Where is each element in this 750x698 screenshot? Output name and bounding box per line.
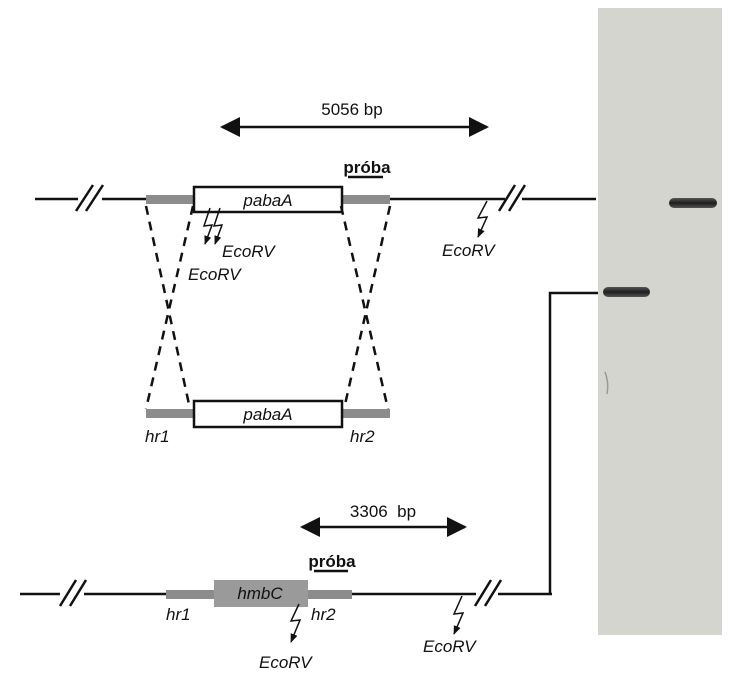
bottom-ecorv-cut-1 (289, 603, 302, 643)
bottom-break-mark-right (473, 579, 503, 607)
bottom-distance-label: 3306 bp (350, 502, 416, 521)
cassette-right-homology-arm (341, 409, 390, 418)
top-break-mark-left (74, 184, 105, 212)
blot-membrane (598, 8, 722, 635)
top-ecorv-label-3: EcoRV (442, 241, 496, 260)
top-probe-label: próba (343, 158, 391, 177)
top-left-homology-arm (146, 195, 195, 204)
bottom-hr1-label: hr1 (166, 605, 191, 624)
bottom-hmbC-box (214, 580, 308, 607)
bottom-break-mark-left (58, 579, 88, 607)
top-right-homology-arm (341, 195, 390, 204)
top-pabaA-label: pabaA (242, 191, 292, 210)
top-distance-label: 5056 bp (321, 100, 382, 119)
blot-shade (598, 8, 722, 635)
top-pabaA-box (192, 185, 344, 214)
bottom-probe-label: próba (308, 552, 356, 571)
bottom-locus: 3306 bp hmbC próba hr1 hr2 EcoRV EcoRV (20, 291, 598, 672)
top-ecorv-cut-3 (476, 200, 489, 238)
replacement-cassette: pabaA hr1 hr2 (145, 399, 390, 446)
cassette-pabaA-box (192, 399, 344, 429)
bottom-ecorv-label-1: EcoRV (259, 653, 313, 672)
bottom-hr2-label: hr2 (311, 605, 336, 624)
bottom-hmbC-label: hmbC (237, 584, 283, 603)
crossover-right-b (342, 205, 392, 410)
cassette-left-homology-arm (146, 409, 195, 418)
blot-band-upper (669, 198, 717, 208)
bottom-ecorv-label-2: EcoRV (423, 637, 477, 656)
bottom-right-homology-arm (306, 590, 352, 599)
bottom-ecorv-cut-2 (452, 595, 465, 635)
crossover-lines (144, 205, 392, 410)
top-ecorv-cut-1 (202, 207, 214, 245)
top-ecorv-cut-2 (212, 207, 224, 245)
top-ecorv-label-2: EcoRV (188, 265, 242, 284)
crossover-right-a (339, 205, 390, 410)
cassette-hr2-label: hr2 (350, 427, 375, 446)
top-ecorv-label-1: EcoRV (222, 242, 276, 261)
crossover-left-a (144, 205, 192, 410)
cassette-hr1-label: hr1 (145, 427, 170, 446)
top-break-mark-right (497, 184, 527, 212)
crossover-left-b (144, 205, 195, 410)
bottom-connector-to-blot (548, 291, 598, 594)
blot-image (598, 8, 722, 635)
bottom-left-homology-arm (166, 590, 215, 599)
cassette-pabaA-label: pabaA (242, 405, 292, 424)
blot-band-lower (603, 287, 650, 297)
top-locus: 5056 bp pabaA próba EcoRV EcoRV EcoRV (35, 100, 596, 284)
blot-speck (604, 371, 609, 395)
